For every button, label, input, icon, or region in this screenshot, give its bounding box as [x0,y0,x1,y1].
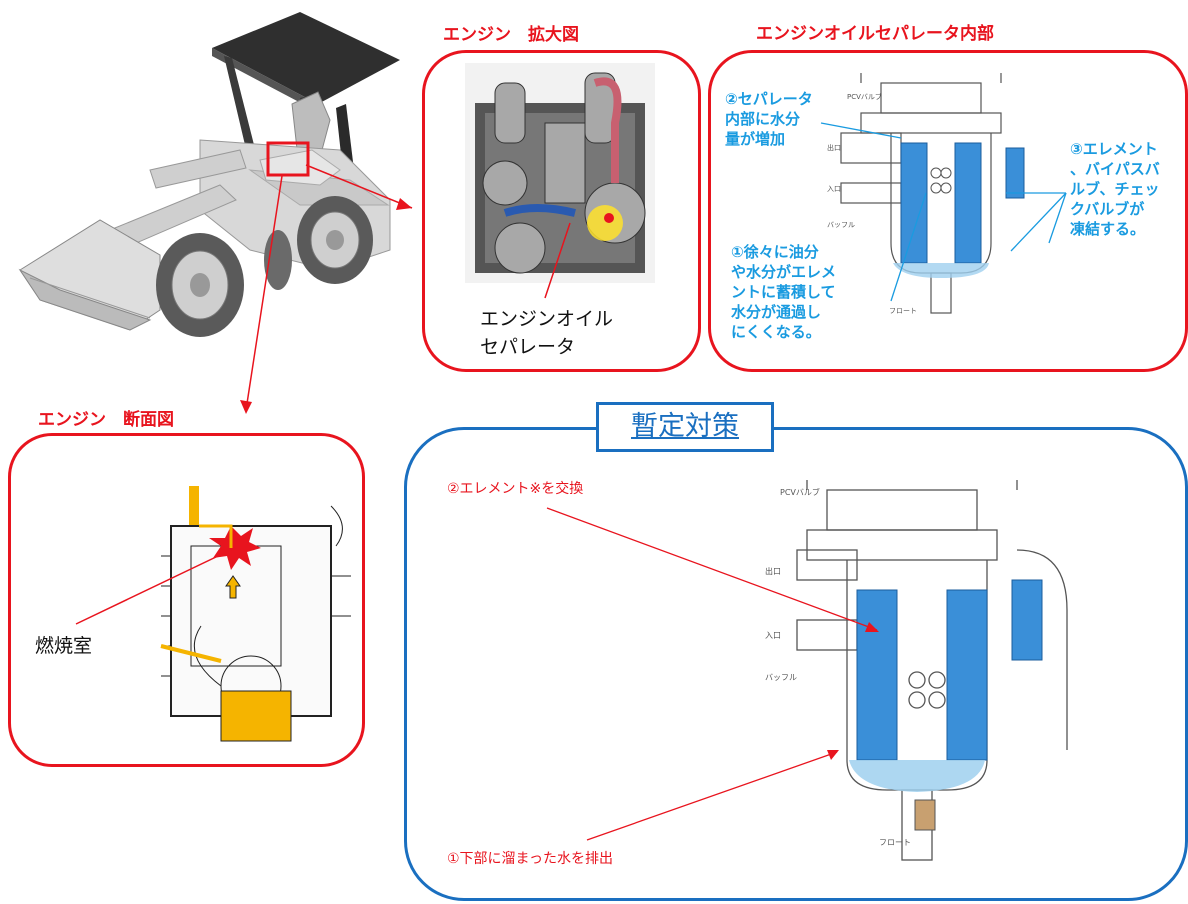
separator-callout-lines [820,122,1067,302]
sep-inlet-label: 入口 [827,185,841,193]
engine-zoom-panel: エンジンオイル セパレータ [422,50,701,372]
interim-measures-title: 暫定対策 [596,402,774,452]
interim-pcv-label: PCVバルブ [780,488,820,497]
zoom-pointer-line [544,222,571,299]
interim-float-label: フロート [879,838,911,847]
interim-measures-panel: PCVバルブ 出口 入口 バッフル フロート ②エレメント※を交換 ①下部に溜ま… [404,427,1188,901]
sep-outlet-label: 出口 [827,144,841,152]
interim-outlet-label: 出口 [765,567,781,576]
note-water-increase: ②セパレータ 内部に水分 量が増加 [725,90,813,148]
separator-inside-panel: PCVバルブ 出口 入口 バッフル フロート ②セパレータ 内部に水分 量が増加… [708,50,1188,372]
combustion-pointer-line [75,545,240,625]
note-freeze: ③エレメント 、バイパスバ ルブ、チェッ クバルブが 凍結する。 [1070,140,1160,238]
engine-section-illustration [160,486,351,742]
interim-baffle-label: バッフル [765,673,797,682]
separator-label: エンジンオイル セパレータ [480,308,614,358]
engine-section-panel: 燃焼室 [8,433,365,767]
interim-pointer-lines [546,507,879,841]
sep-pcv-label: PCVバルブ [847,93,882,101]
interim-separator-drawing [796,480,1068,861]
engine-zoom-illustration [465,63,655,283]
step-drain-water: ①下部に溜まった水を排出 [447,851,613,867]
sep-baffle-label: バッフル [827,221,855,229]
note-accumulate: ①徐々に油分 や水分がエレメ ントに蓄積して 水分が通過し にくくなる。 [731,243,837,341]
interim-inlet-label: 入口 [765,631,781,640]
step-replace-element: ②エレメント※を交換 [447,481,584,497]
title-engine-zoom: エンジン 拡大図 [443,25,579,45]
sep-float-label: フロート [889,307,917,315]
title-separator-inside: エンジンオイルセパレータ内部 [756,24,994,44]
separator-cross-section [840,73,1025,314]
wheel-loader-illustration [18,12,413,414]
combustion-chamber-label: 燃焼室 [35,635,93,657]
title-engine-section: エンジン 断面図 [38,410,174,430]
